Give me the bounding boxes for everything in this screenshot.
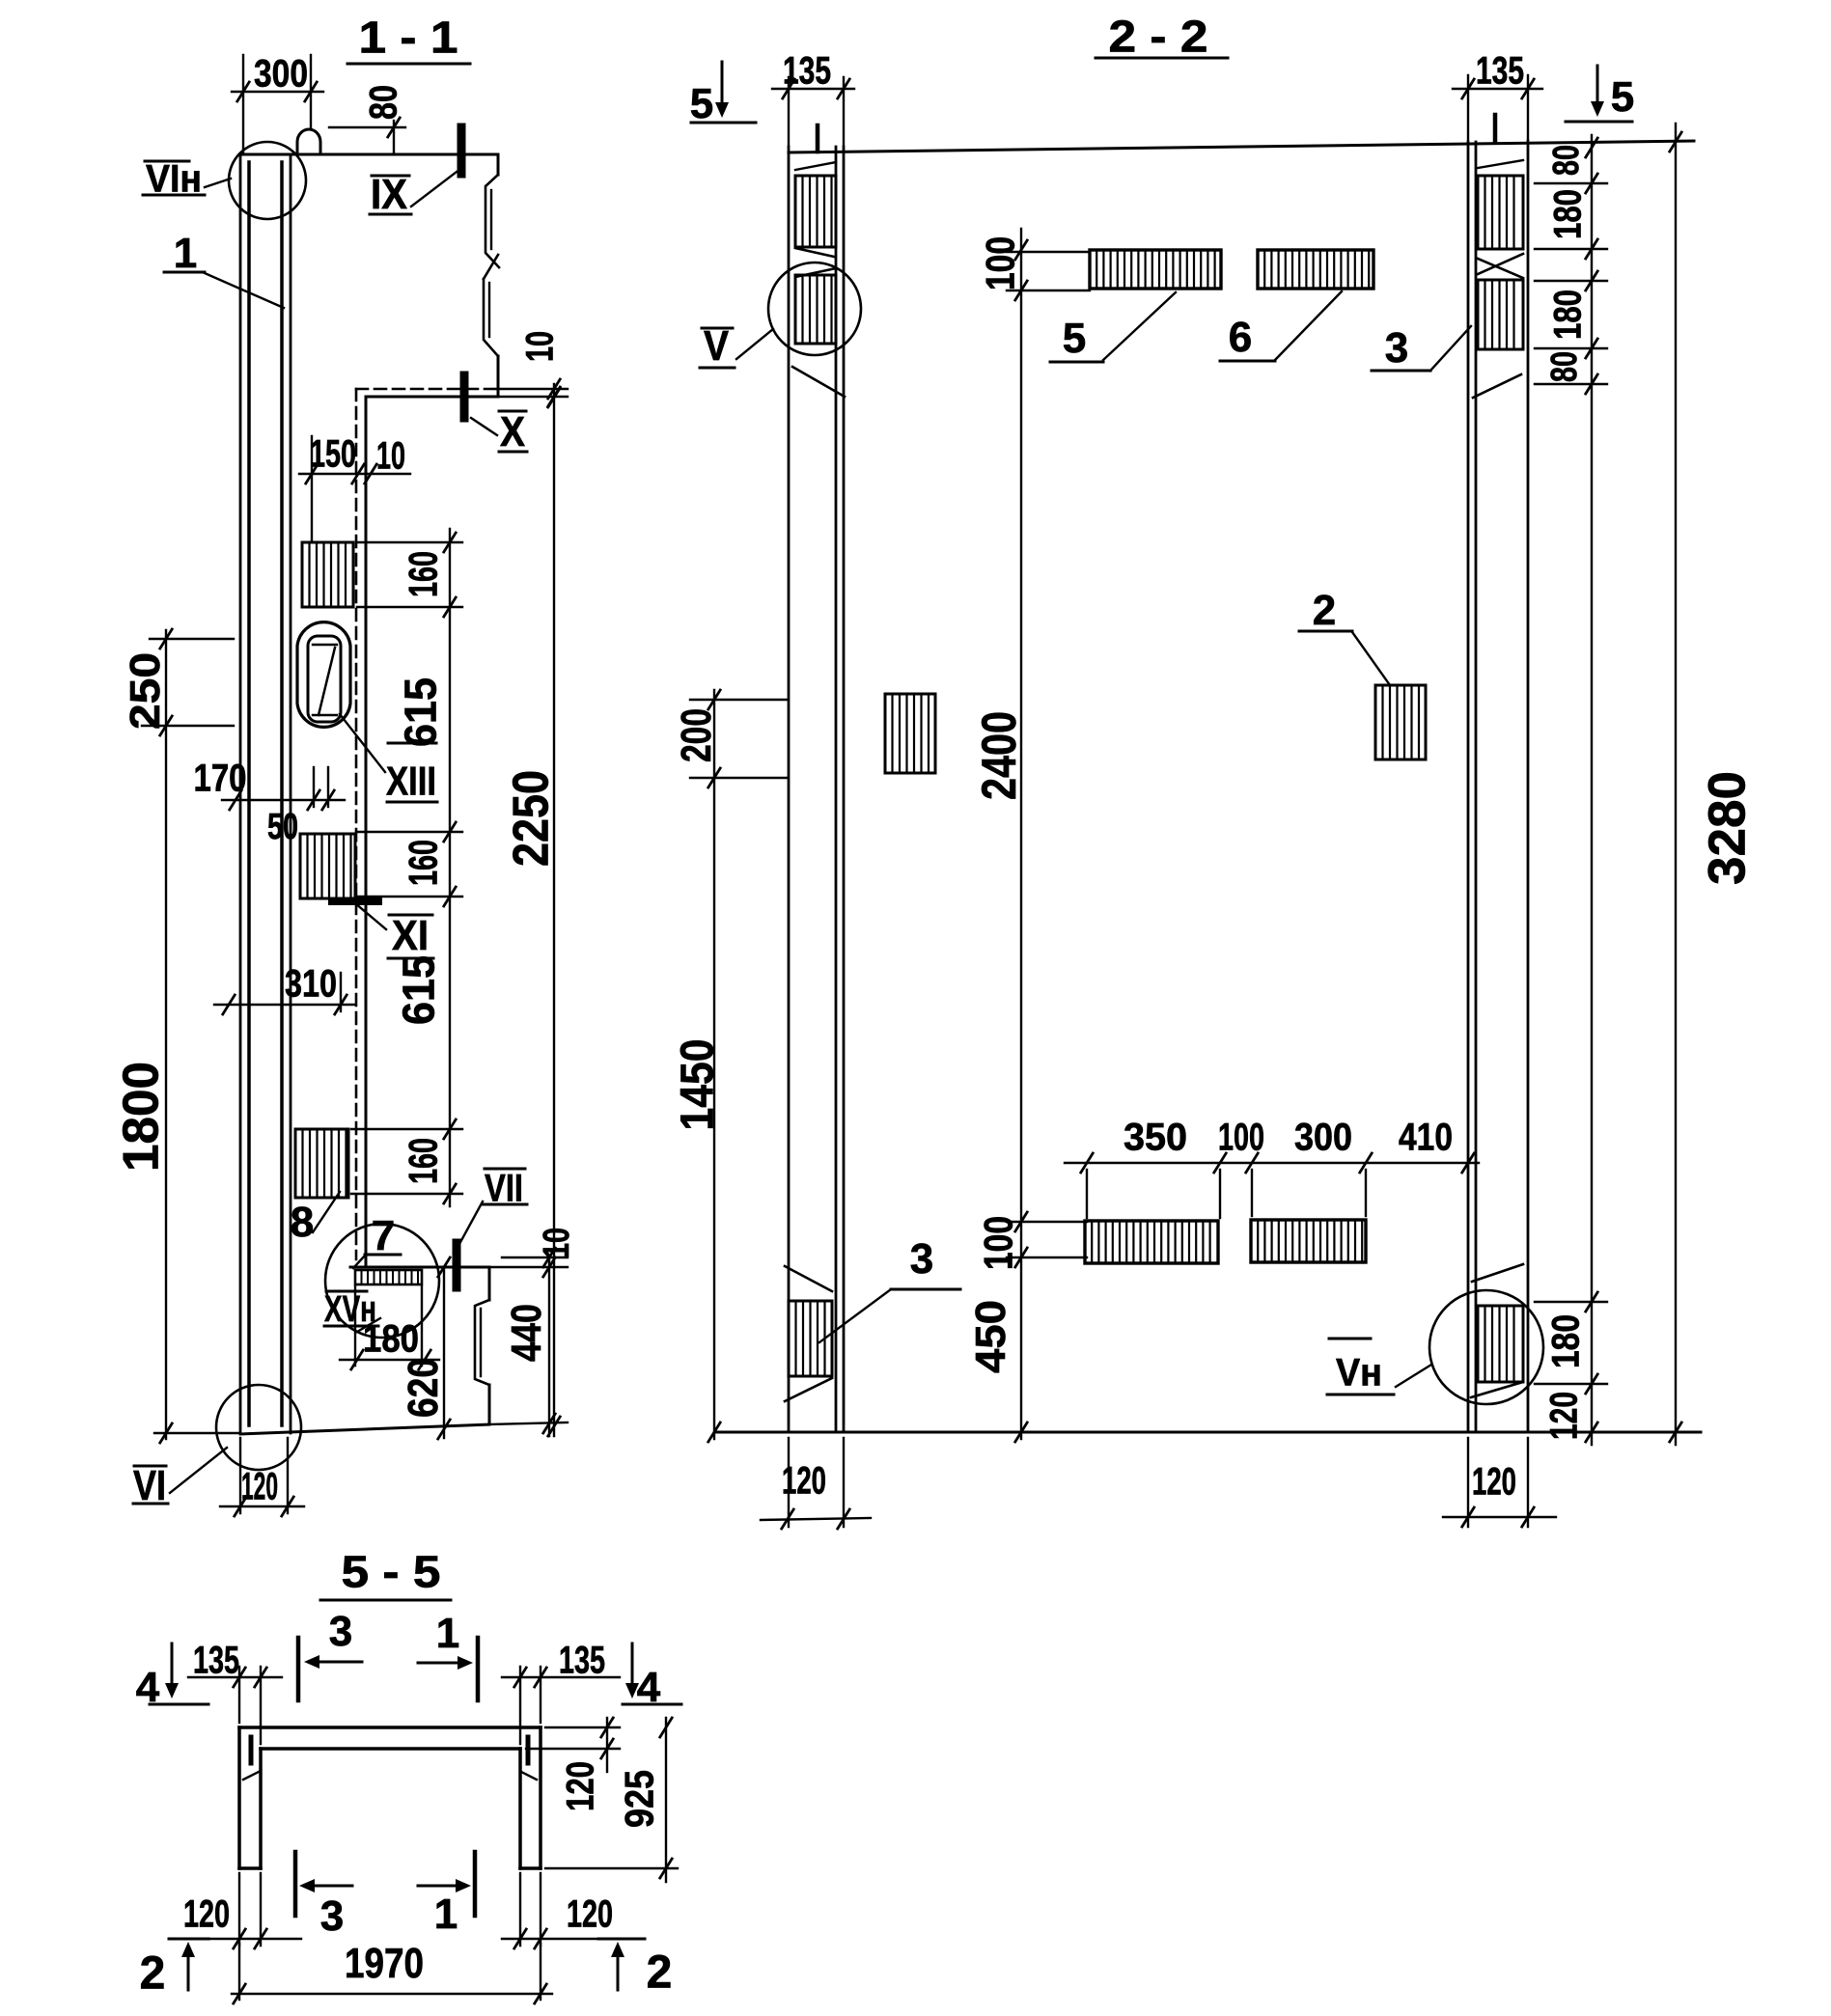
svg-text:160: 160 — [400, 551, 445, 597]
svg-text:620: 620 — [400, 1358, 447, 1418]
svg-text:V: V — [704, 322, 730, 370]
svg-text:8: 8 — [291, 1199, 314, 1246]
svg-text:120: 120 — [1472, 1461, 1516, 1504]
svg-text:200: 200 — [673, 708, 720, 762]
svg-text:120: 120 — [567, 1893, 613, 1936]
svg-text:XI: XI — [392, 912, 429, 959]
svg-text:250: 250 — [122, 652, 169, 730]
svg-text:XVн: XVн — [324, 1289, 376, 1330]
svg-text:5: 5 — [1063, 315, 1086, 362]
svg-text:1: 1 — [436, 1610, 459, 1657]
svg-text:350: 350 — [1124, 1117, 1187, 1159]
svg-text:2250: 2250 — [504, 770, 560, 867]
svg-text:1: 1 — [174, 230, 197, 277]
svg-text:VI: VI — [133, 1462, 166, 1509]
svg-text:2: 2 — [1313, 587, 1336, 634]
svg-text:135: 135 — [559, 1640, 605, 1682]
svg-text:170: 170 — [194, 758, 247, 800]
svg-text:180: 180 — [1547, 290, 1590, 340]
svg-text:3: 3 — [329, 1608, 352, 1655]
svg-text:1970: 1970 — [345, 1940, 424, 1987]
svg-text:135: 135 — [193, 1640, 239, 1682]
svg-text:135: 135 — [783, 50, 831, 93]
svg-text:120: 120 — [782, 1460, 826, 1503]
svg-text:2400: 2400 — [972, 711, 1026, 800]
svg-text:100: 100 — [977, 236, 1022, 290]
svg-text:7: 7 — [372, 1212, 395, 1259]
svg-text:1 - 1: 1 - 1 — [359, 13, 458, 63]
svg-text:2: 2 — [140, 1947, 166, 1999]
svg-text:10: 10 — [537, 1228, 577, 1258]
svg-text:100: 100 — [1218, 1117, 1264, 1159]
svg-text:2 - 2: 2 - 2 — [1109, 12, 1208, 62]
svg-text:50: 50 — [267, 807, 298, 847]
svg-text:440: 440 — [503, 1304, 550, 1362]
svg-text:6: 6 — [1229, 314, 1252, 361]
svg-text:1450: 1450 — [672, 1039, 723, 1131]
svg-text:1: 1 — [434, 1891, 458, 1938]
svg-text:300: 300 — [254, 53, 308, 96]
svg-text:80: 80 — [1546, 145, 1587, 176]
svg-text:5 - 5: 5 - 5 — [342, 1547, 441, 1597]
svg-text:XIII: XIII — [386, 758, 436, 803]
svg-text:1800: 1800 — [114, 1062, 170, 1172]
svg-text:410: 410 — [1399, 1117, 1453, 1159]
svg-text:3: 3 — [910, 1235, 933, 1283]
svg-text:3280: 3280 — [1698, 771, 1756, 885]
svg-text:IX: IX — [371, 171, 407, 218]
svg-text:Vн: Vн — [1336, 1352, 1382, 1395]
svg-text:120: 120 — [183, 1893, 230, 1936]
svg-text:80: 80 — [1544, 351, 1585, 382]
svg-text:925: 925 — [616, 1770, 661, 1828]
svg-text:3: 3 — [1385, 324, 1408, 372]
svg-text:5: 5 — [690, 80, 713, 127]
svg-text:10: 10 — [519, 331, 562, 362]
svg-text:120: 120 — [560, 1761, 602, 1811]
svg-text:100: 100 — [975, 1216, 1020, 1270]
svg-text:X: X — [500, 408, 525, 456]
svg-text:120: 120 — [241, 1466, 278, 1508]
svg-text:615: 615 — [396, 677, 446, 747]
svg-text:2: 2 — [647, 1947, 673, 1998]
svg-text:310: 310 — [285, 963, 337, 1006]
svg-text:180: 180 — [1547, 189, 1590, 239]
svg-text:3: 3 — [320, 1892, 344, 1940]
svg-text:5: 5 — [1611, 73, 1634, 121]
svg-text:80: 80 — [363, 85, 405, 120]
svg-text:180: 180 — [1545, 1314, 1588, 1368]
svg-text:160: 160 — [400, 1138, 445, 1184]
svg-text:450: 450 — [967, 1300, 1014, 1373]
svg-text:10: 10 — [376, 435, 405, 478]
svg-text:120: 120 — [1543, 1392, 1586, 1440]
svg-text:300: 300 — [1294, 1117, 1352, 1159]
svg-text:150: 150 — [310, 433, 356, 476]
svg-text:615: 615 — [394, 955, 444, 1025]
svg-text:135: 135 — [1476, 50, 1524, 93]
svg-text:160: 160 — [400, 840, 445, 886]
